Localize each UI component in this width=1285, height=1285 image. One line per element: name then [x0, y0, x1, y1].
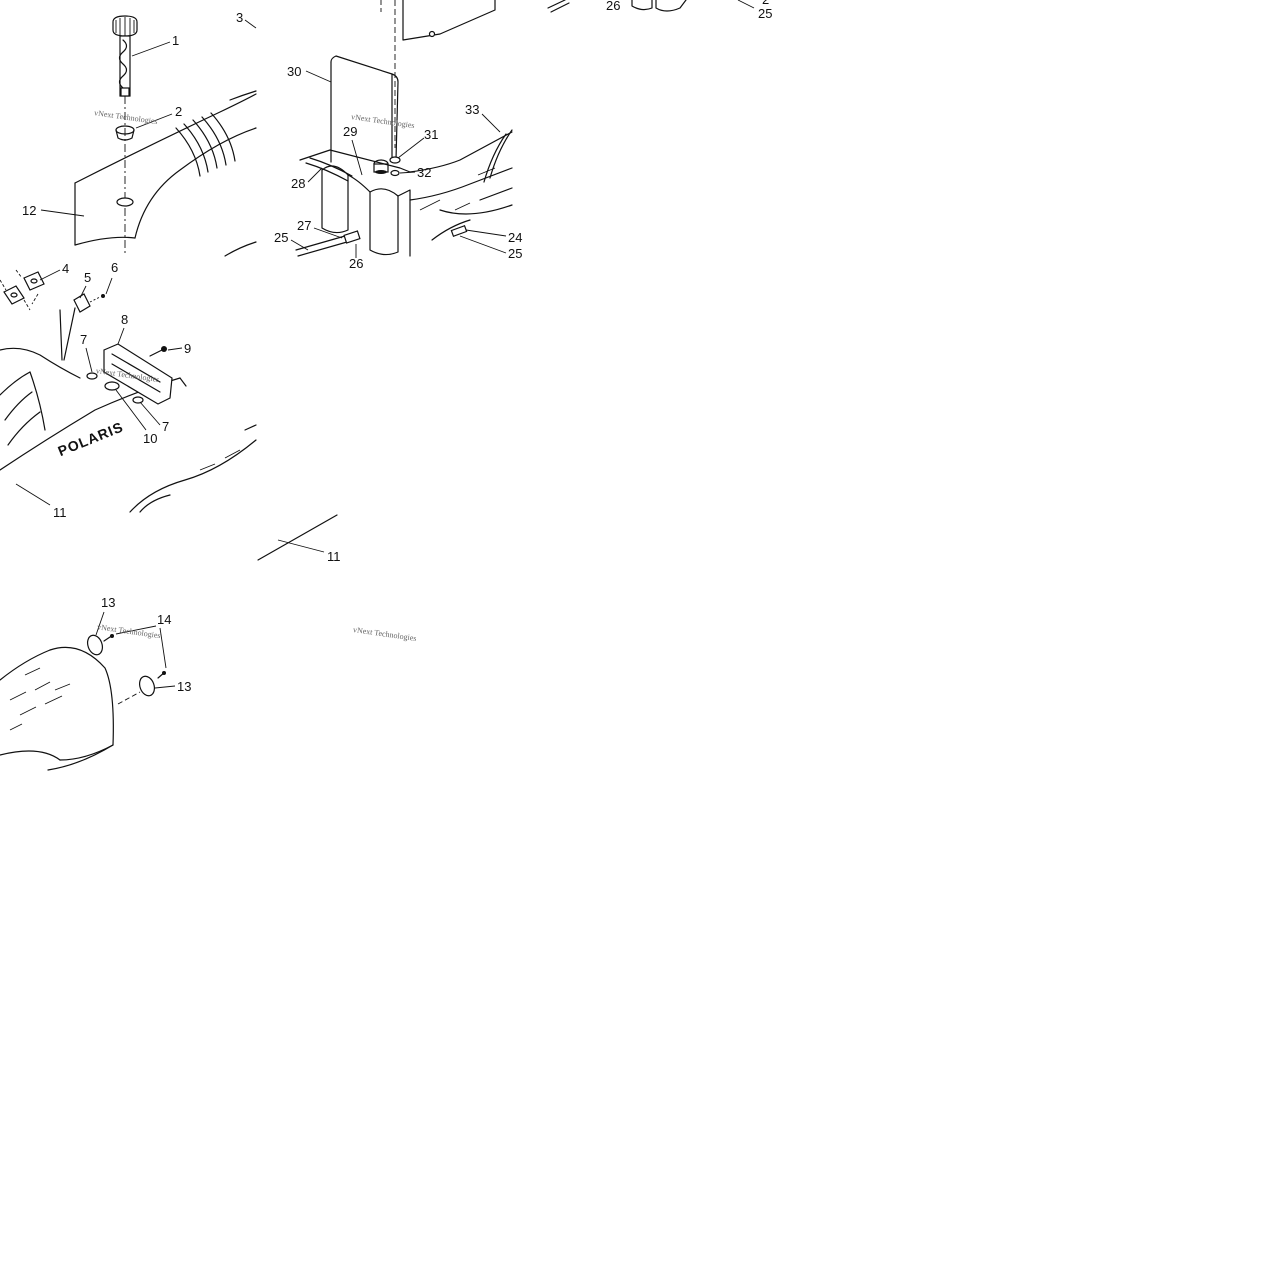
taillight-housing: [0, 646, 114, 771]
watermark-top-middle: vNext Technologies: [351, 112, 416, 130]
callout-2: 2: [175, 104, 182, 119]
callout-11-center: 11: [327, 549, 341, 564]
pad-5: [73, 293, 91, 313]
callout-13a: 13: [101, 595, 115, 610]
panel-bottom-left: 13 14 13 vNext Technologies: [0, 595, 191, 771]
callout-4: 4: [62, 261, 69, 276]
washer: [389, 156, 401, 177]
line-33: [489, 129, 513, 179]
hood-outline: [74, 90, 257, 257]
callout-7a: 7: [80, 332, 87, 347]
hood-body-lower: [0, 307, 257, 513]
watermark-bottom-left: vNext Technologies: [97, 622, 162, 640]
panel-middle-center: 11: [257, 514, 341, 564]
panel-middle-left: POLARIS 4 5 6 8 9 7 7 10 11 vNext Techno…: [0, 260, 257, 520]
callout-9: 9: [184, 341, 191, 356]
callout-3: 3: [236, 10, 243, 25]
svg-text:vNext Technologies: vNext Technologies: [94, 108, 159, 126]
callout-32: 32: [417, 165, 431, 180]
screw-6: [101, 294, 105, 298]
callout-1: 1: [172, 33, 179, 48]
plate-4: [3, 271, 45, 305]
callout-28: 28: [291, 176, 305, 191]
callout-10: 10: [143, 431, 157, 446]
panel-top-right: 26 2 25: [402, 0, 772, 41]
spacer-10: [104, 381, 120, 391]
fitting-24: [450, 225, 468, 237]
reflector-13a: [86, 634, 104, 656]
watermark-bottom-center: vNext Technologies: [352, 625, 417, 643]
panel-top-left: 1 2 3 12 vNext Technologies: [22, 10, 257, 257]
fitting-27: [295, 230, 361, 257]
heat-shield: [330, 0, 399, 163]
callout-7b: 7: [162, 419, 169, 434]
callout-29: 29: [343, 124, 357, 139]
reflector-13b: [138, 675, 156, 697]
callout-5: 5: [84, 270, 91, 285]
callout-31: 31: [424, 127, 438, 142]
panel-top-middle: 30 29 31 32 33 28 27 25 26 24 25 vNext T…: [274, 0, 522, 271]
filler-cap: [373, 159, 389, 174]
callout-33: 33: [465, 102, 479, 117]
svg-text:vNext Technologies: vNext Technologies: [97, 622, 162, 640]
svg-text:vNext Technologies: vNext Technologies: [351, 112, 416, 130]
brand-logo: POLARIS: [55, 418, 125, 459]
vent-hose: [305, 157, 353, 182]
callout-6: 6: [111, 260, 118, 275]
callout-25b: 25: [508, 246, 522, 261]
callout-27: 27: [297, 218, 311, 233]
bushing-7a: [86, 372, 98, 380]
bolt-9: [149, 346, 167, 357]
callout-25: 25: [274, 230, 288, 245]
bracket-8: [103, 343, 173, 405]
callout-14: 14: [157, 612, 171, 627]
callout-26-top: 26: [606, 0, 620, 13]
callout-25-top: 25: [758, 6, 772, 21]
callout-24: 24: [508, 230, 522, 245]
watermark-top-left: vNext Technologies: [94, 108, 159, 126]
bushing-7b: [132, 396, 144, 404]
callout-12: 12: [22, 203, 36, 218]
callout-8: 8: [121, 312, 128, 327]
callout-30: 30: [287, 64, 301, 79]
svg-text:vNext Technologies: vNext Technologies: [352, 625, 417, 643]
callout-2-top: 2: [762, 0, 769, 7]
callout-26: 26: [349, 256, 363, 271]
dipstick-cap: [112, 15, 138, 97]
oil-tank: [299, 131, 513, 257]
callout-11: 11: [53, 505, 67, 520]
callout-13b: 13: [177, 679, 191, 694]
